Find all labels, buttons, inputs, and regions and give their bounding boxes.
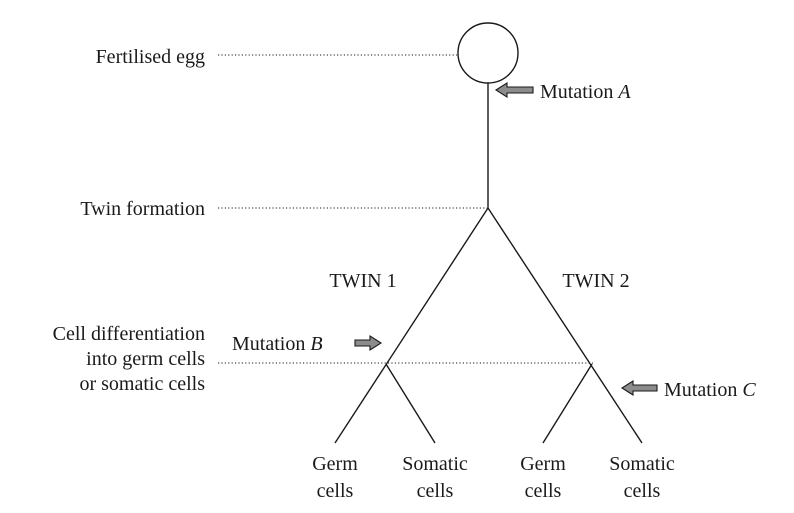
twin2-germ-label-line-2: cells	[525, 480, 562, 502]
twin1-branch-line	[334, 207, 489, 444]
mutation-a-label-letter: A	[616, 81, 631, 103]
twin2-somatic-label-line-1: Somatic	[609, 453, 675, 475]
twin2-germ-branch-line	[542, 363, 593, 444]
mutation-b-label-letter: B	[310, 333, 322, 355]
twin2-label: TWIN 2	[562, 270, 629, 292]
stage-label-fertilised-egg: Fertilised egg	[96, 46, 205, 68]
twin1-somatic-branch-line	[385, 363, 436, 444]
stage-label-cell-differentiation-line-1: Cell differentiation	[53, 323, 205, 345]
twin2-branch-line	[487, 207, 643, 444]
mutation-a-label: Mutation A	[540, 81, 631, 103]
twin1-somatic-label-line-1: Somatic	[402, 453, 468, 475]
mutation-b-label: Mutation B	[232, 333, 323, 355]
mutation-c-label-letter: C	[742, 379, 756, 401]
twin1-germ-label-line-1: Germ	[312, 453, 358, 475]
mutation-c-label-prefix: Mutation	[664, 379, 742, 401]
twin1-germ-label-line-2: cells	[317, 480, 354, 502]
twin1-label: TWIN 1	[329, 270, 396, 292]
stage-label-cell-differentiation-line-3: or somatic cells	[79, 373, 205, 395]
mutation-c-label: Mutation C	[664, 379, 756, 401]
fertilised-egg-circle	[457, 22, 519, 84]
twin2-somatic-label-line-2: cells	[624, 480, 661, 502]
mutation-a-arrow-icon	[494, 81, 534, 99]
mutation-c-arrow-icon	[620, 379, 658, 397]
mutation-b-arrow-icon	[354, 334, 383, 352]
twin2-germ-label-line-1: Germ	[520, 453, 566, 475]
stage-label-cell-differentiation-line-2: into germ cells	[86, 348, 205, 370]
mutation-a-label-prefix: Mutation	[540, 81, 618, 103]
stage-label-twin-formation: Twin formation	[80, 198, 205, 220]
twin1-somatic-label-line-2: cells	[417, 480, 454, 502]
mutation-b-label-prefix: Mutation	[232, 333, 310, 355]
